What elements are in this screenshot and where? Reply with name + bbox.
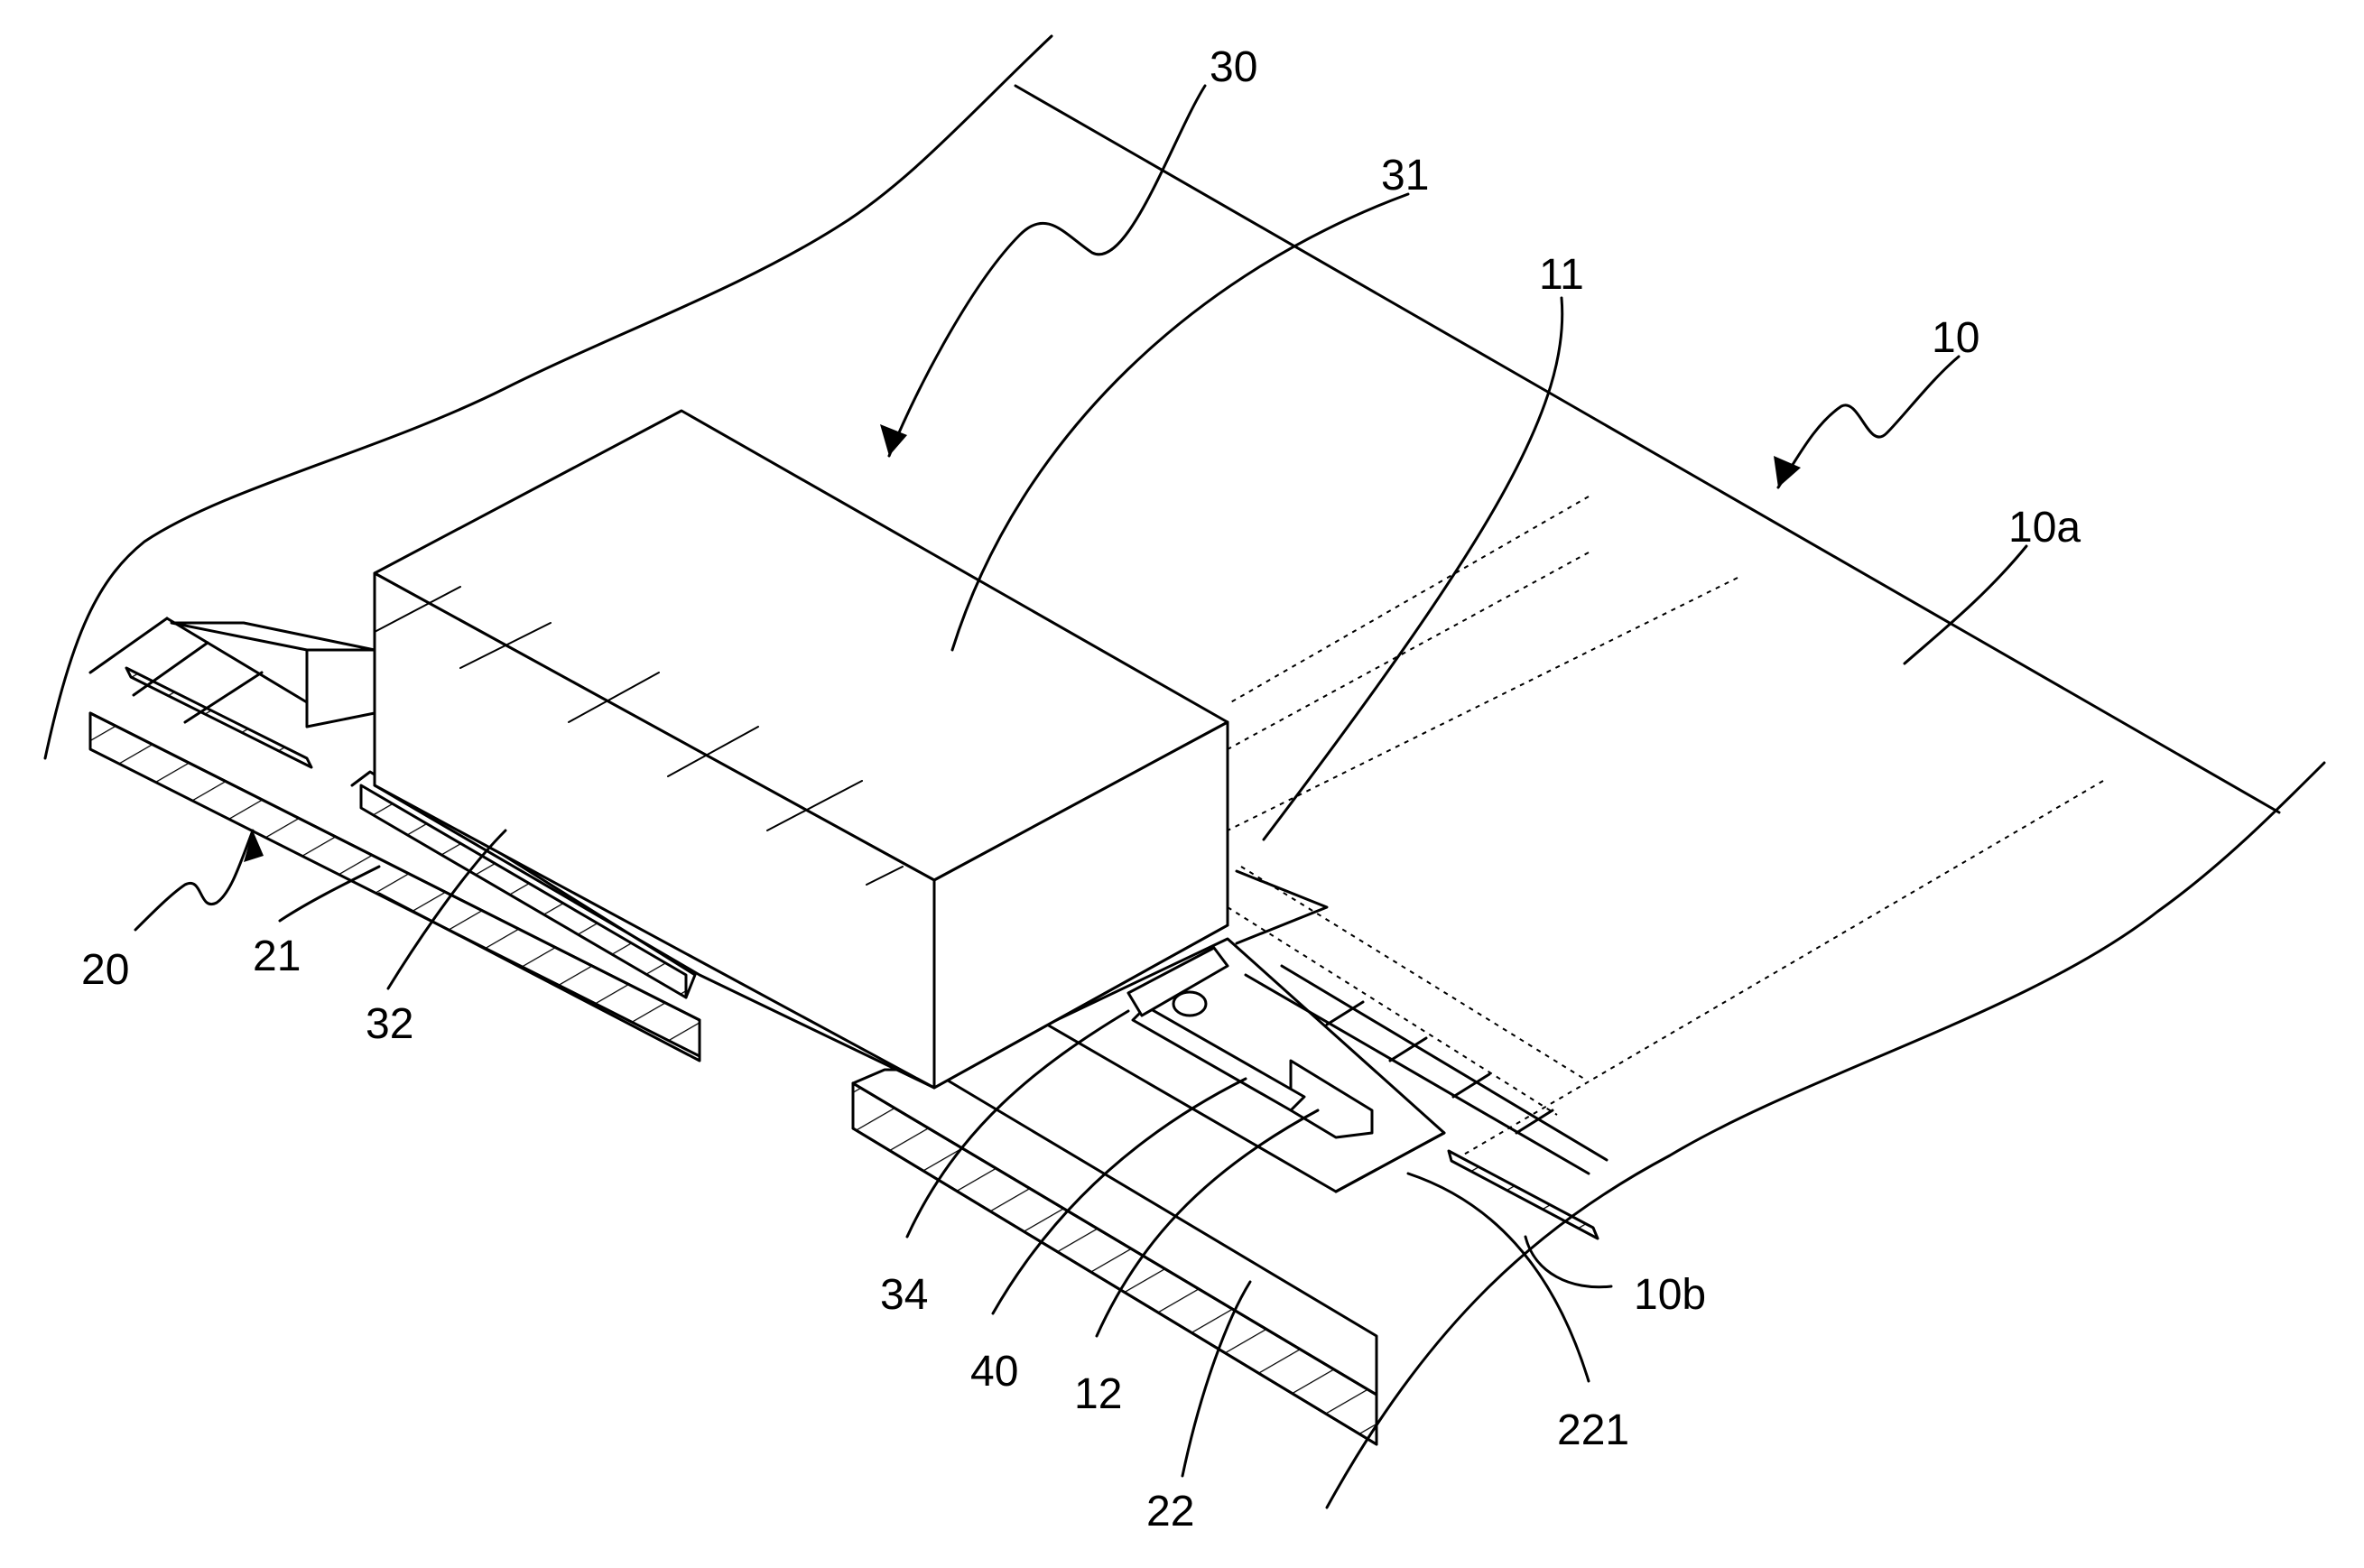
label-30: 30 [1210, 43, 1257, 91]
leader-11 [1264, 298, 1562, 840]
conductor-dashed-3 [1228, 578, 1738, 830]
leader-21 [280, 867, 379, 921]
label-40: 40 [970, 1348, 1018, 1396]
label-31: 31 [1381, 152, 1429, 199]
label-34: 34 [880, 1271, 928, 1319]
leader-30 [889, 86, 1205, 456]
arrow-30 [880, 424, 907, 456]
leader-10 [1778, 357, 1959, 487]
label-10b: 10b [1634, 1271, 1706, 1319]
leader-31 [952, 194, 1408, 650]
label-12: 12 [1074, 1370, 1122, 1418]
label-21: 21 [253, 932, 301, 980]
flap-11 [1237, 871, 1327, 943]
label-22: 22 [1146, 1488, 1194, 1536]
conductor-dashed-2 [1228, 552, 1589, 749]
label-11: 11 [1539, 251, 1584, 299]
label-221: 221 [1557, 1406, 1629, 1454]
board-top-edge [1015, 86, 2279, 812]
housing-30 [375, 411, 1228, 1088]
pad-left-block [307, 650, 375, 727]
part-34-lens [1173, 992, 1206, 1016]
label-32: 32 [366, 1000, 413, 1048]
leader-10a [1905, 546, 2026, 663]
label-20: 20 [81, 946, 129, 994]
conductor-dashed-1 [1228, 496, 1589, 704]
label-10a: 10a [2008, 504, 2081, 552]
label-10: 10 [1932, 314, 1979, 362]
wire-strip-right [1449, 1151, 1598, 1239]
leader-20 [135, 830, 253, 930]
